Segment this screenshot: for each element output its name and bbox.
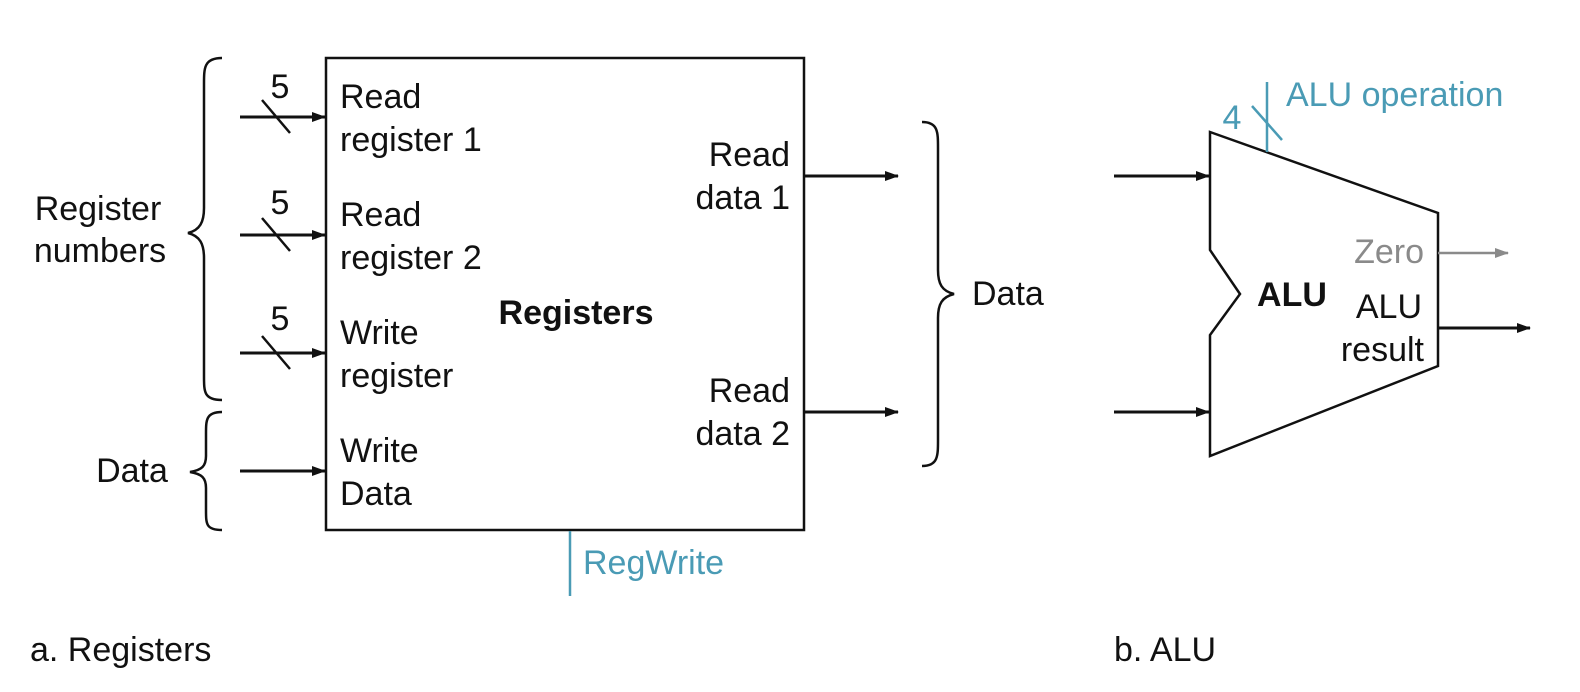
alu-caption: b. ALU xyxy=(1114,631,1216,669)
read-data-2-label-line2: data 2 xyxy=(695,415,790,453)
alu-section: ALU 4 ALU operation Zero ALU result b. A… xyxy=(1114,76,1531,669)
read-data-2-label-line1: Read xyxy=(709,372,790,410)
bus-slash-1 xyxy=(261,99,291,134)
alu-result-label-line1: ALU xyxy=(1356,288,1422,326)
read-data-1-label-line1: Read xyxy=(709,136,790,174)
bus-width-2: 5 xyxy=(271,184,290,222)
write-register-label-line2: register xyxy=(340,357,453,395)
bus-width-1: 5 xyxy=(271,68,290,106)
data-out-label: Data xyxy=(972,275,1044,313)
registers-caption: a. Registers xyxy=(30,631,211,669)
zero-label: Zero xyxy=(1354,233,1424,271)
read-register-1-label-line1: Read xyxy=(340,78,421,116)
data-out-brace xyxy=(921,120,955,468)
write-data-label-line2: Data xyxy=(340,475,412,513)
regwrite-label: RegWrite xyxy=(583,544,724,582)
alu-shape xyxy=(1208,130,1440,458)
alu-label: ALU xyxy=(1257,276,1327,314)
write-data-label-line1: Write xyxy=(340,432,419,470)
read-register-1-label-line2: register 1 xyxy=(340,121,482,159)
bus-slash-3 xyxy=(261,335,291,370)
register-file-section: Registers Register numbers Data 5 Read r… xyxy=(30,56,1044,669)
register-numbers-label-line1: Register xyxy=(35,190,162,228)
read-data-1-label-line2: data 1 xyxy=(695,179,790,217)
write-register-label-line1: Write xyxy=(340,314,419,352)
register-file-label: Registers xyxy=(499,294,654,332)
alu-operation-bus-slash xyxy=(1251,105,1283,141)
alu-operation-label: ALU operation xyxy=(1286,76,1503,114)
bus-slash-2 xyxy=(261,217,291,252)
bus-width-3: 5 xyxy=(271,300,290,338)
alu-operation-width: 4 xyxy=(1223,99,1242,137)
data-in-label: Data xyxy=(96,452,168,490)
register-numbers-label-line2: numbers xyxy=(34,232,166,270)
register-file-box xyxy=(324,56,806,532)
read-register-2-label-line2: register 2 xyxy=(340,239,482,277)
data-in-brace xyxy=(189,410,223,532)
read-register-2-label-line1: Read xyxy=(340,196,421,234)
register-numbers-brace xyxy=(187,56,223,402)
alu-result-label-line2: result xyxy=(1341,331,1425,369)
